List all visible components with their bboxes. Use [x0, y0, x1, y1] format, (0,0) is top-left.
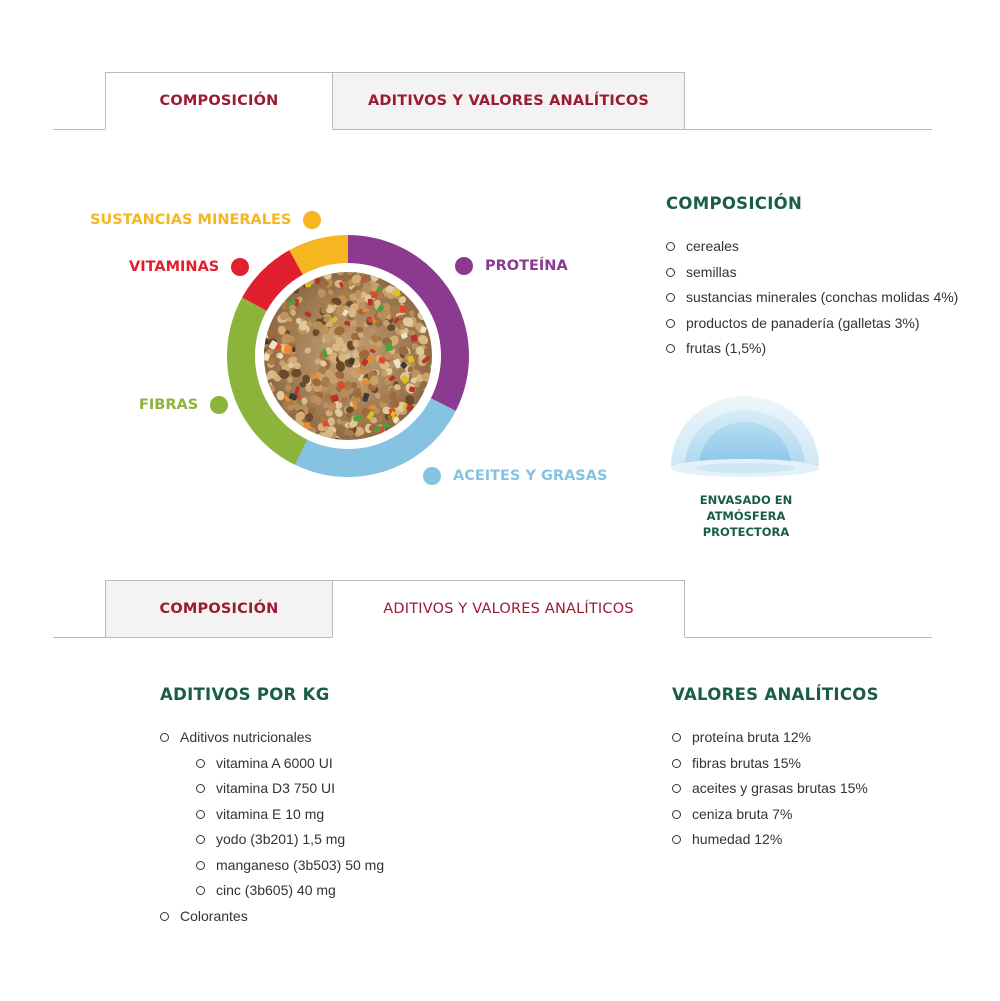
- list-item: aceites y grasas brutas 15%: [672, 778, 868, 804]
- label-sustancias-minerales: SUSTANCIAS MINERALES: [90, 211, 322, 229]
- protective-atmosphere-icon: [671, 396, 819, 477]
- dot-sustancias-minerales: [303, 211, 322, 229]
- list-item: vitamina E 10 mg: [160, 804, 384, 830]
- list-item: vitamina A 6000 UI: [160, 753, 384, 779]
- atmo-line-2: PROTECTORA: [702, 525, 790, 539]
- list-item: yodo (3b201) 1,5 mg: [160, 829, 384, 855]
- dot-vitaminas: [231, 258, 250, 276]
- tab-aditivos-bottom[interactable]: ADITIVOS Y VALORES ANALÍTICOS: [332, 580, 685, 638]
- valores-title: VALORES ANALÍTICOS: [672, 685, 879, 704]
- composicion-list: cereales semillas sustancias minerales (…: [666, 236, 958, 364]
- list-item: frutas (1,5%): [666, 338, 958, 364]
- aditivos-title: ADITIVOS POR KG: [160, 685, 330, 704]
- list-item: Aditivos nutricionales: [160, 727, 384, 753]
- label-fibras-text: FIBRAS: [139, 397, 199, 413]
- segment-proteina: [348, 235, 469, 411]
- tabbar-top: COMPOSICIÓN ADITIVOS Y VALORES ANALÍTICO…: [53, 72, 932, 130]
- list-item: fibras brutas 15%: [672, 753, 868, 779]
- label-sustancias-minerales-text: SUSTANCIAS MINERALES: [90, 212, 292, 228]
- label-vitaminas-text: VITAMINAS: [129, 259, 220, 275]
- tabbar-bottom: COMPOSICIÓN ADITIVOS Y VALORES ANALÍTICO…: [53, 580, 932, 638]
- list-item: humedad 12%: [672, 829, 868, 855]
- dot-fibras: [210, 396, 229, 414]
- tab-composicion-bottom[interactable]: COMPOSICIÓN: [105, 580, 333, 638]
- composition-donut: [224, 232, 472, 480]
- aditivos-list: Aditivos nutricionales vitamina A 6000 U…: [160, 727, 384, 931]
- composicion-title: COMPOSICIÓN: [666, 194, 803, 213]
- label-aceites-grasas-text: ACEITES Y GRASAS: [453, 468, 608, 484]
- list-item: cinc (3b605) 40 mg: [160, 880, 384, 906]
- segment-aceites-grasas: [294, 398, 456, 477]
- dot-aceites-grasas: [423, 467, 441, 485]
- segment-fibras: [227, 297, 308, 465]
- segment-vitaminas: [242, 250, 303, 311]
- list-item: Colorantes: [160, 906, 384, 932]
- list-item: sustancias minerales (conchas molidas 4%…: [666, 287, 958, 313]
- list-item: semillas: [666, 262, 958, 288]
- list-item: proteína bruta 12%: [672, 727, 868, 753]
- label-fibras: FIBRAS: [139, 396, 229, 414]
- list-item: cereales: [666, 236, 958, 262]
- list-item: productos de panadería (galletas 3%): [666, 313, 958, 339]
- label-proteina-text: PROTEÍNA: [485, 258, 568, 274]
- dot-proteina: [455, 257, 473, 275]
- segment-sustancias-minerales: [289, 235, 348, 275]
- donut-svg: [227, 235, 469, 477]
- tab-composicion-top[interactable]: COMPOSICIÓN: [105, 72, 333, 130]
- label-aceites-grasas: ACEITES Y GRASAS: [423, 467, 607, 485]
- label-proteina: PROTEÍNA: [455, 257, 568, 275]
- tab-aditivos-top[interactable]: ADITIVOS Y VALORES ANALÍTICOS: [332, 72, 685, 130]
- atmo-line-1: ENVASADO EN ATMÓSFERA: [699, 493, 793, 523]
- list-item: vitamina D3 750 UI: [160, 778, 384, 804]
- list-item: manganeso (3b503) 50 mg: [160, 855, 384, 881]
- label-vitaminas: VITAMINAS: [129, 258, 250, 276]
- protective-atmosphere-label: ENVASADO EN ATMÓSFERA PROTECTORA: [662, 492, 830, 540]
- valores-list: proteína bruta 12% fibras brutas 15% ace…: [672, 727, 868, 855]
- list-item: ceniza bruta 7%: [672, 804, 868, 830]
